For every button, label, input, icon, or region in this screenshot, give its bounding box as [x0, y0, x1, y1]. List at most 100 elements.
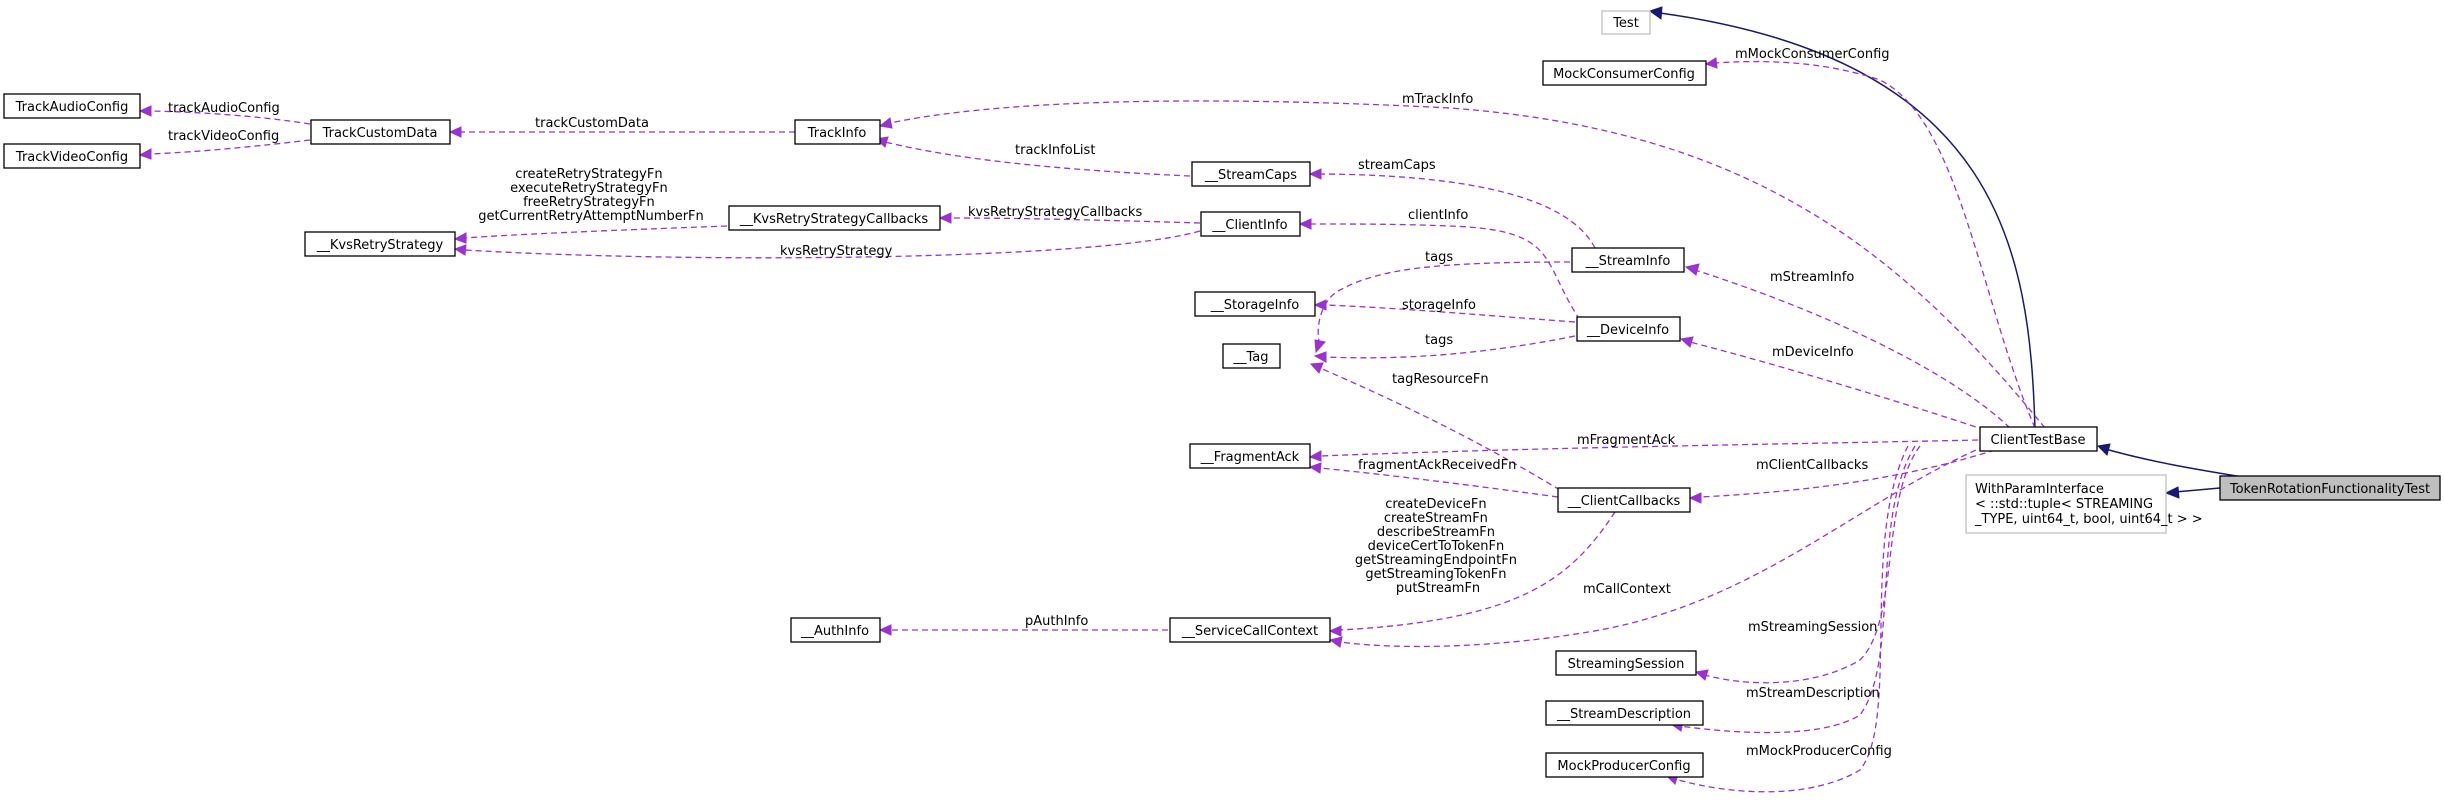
nodes: Test MockConsumerConfig TrackAudioConfig… [3, 10, 2441, 778]
edge-label-retry-fn: freeRetryStrategyFn [523, 195, 655, 210]
edge-arrowhead [453, 244, 467, 256]
node-authinfo[interactable]: __AuthInfo [790, 617, 881, 643]
node-withparaminterface[interactable]: WithParamInterface < ::std::tuple< STREA… [1965, 474, 2203, 534]
node-trackaudioconfig[interactable]: TrackAudioConfig [3, 93, 141, 119]
node-tokenrotationfunctionalitytest[interactable]: TokenRotationFunctionalityTest [2219, 475, 2441, 501]
node-mockconsumerconfig-label: MockConsumerConfig [1553, 67, 1695, 82]
edge-label-mmockconsumerconfig: mMockConsumerConfig [1735, 47, 1890, 62]
edge-label-mfragmentack: mFragmentAck [1577, 433, 1676, 448]
node-clientinfo-label: __ClientInfo [1211, 218, 1287, 233]
node-mockproducerconfig[interactable]: MockProducerConfig [1545, 752, 1704, 778]
node-mockconsumerconfig[interactable]: MockConsumerConfig [1542, 60, 1707, 86]
node-deviceinfo[interactable]: __DeviceInfo [1576, 316, 1681, 342]
node-test[interactable]: Test [1601, 10, 1651, 35]
edge-label-mmockproducerconfig: mMockProducerConfig [1746, 744, 1892, 759]
edge-arrowhead [1679, 336, 1694, 348]
node-kvsretrystrategy-box [304, 231, 456, 257]
node-clientinfo[interactable]: __ClientInfo [1200, 211, 1301, 237]
node-streamdescription[interactable]: __StreamDescription [1545, 700, 1704, 726]
edge-label-callback-fn: createStreamFn [1384, 511, 1488, 526]
node-kvsretrystrategy-label: __KvsRetryStrategy [316, 238, 444, 253]
edge-label-callback-fn: createDeviceFn [1385, 497, 1486, 512]
edge-label-retry-fn: executeRetryStrategyFn [510, 181, 668, 196]
edge-tagresourcefn [1319, 367, 1561, 491]
edge-label-mstreamdescription: mStreamDescription [1746, 686, 1880, 701]
node-fragmentack-label: __FragmentAck [1200, 450, 1300, 465]
node-streaminfo-box [1571, 247, 1685, 273]
edge-tags-deviceinfo [1324, 335, 1576, 359]
edge-label-callback-fns: createDeviceFn createStreamFn describeSt… [1355, 497, 1521, 596]
node-clienttestbase-box [1979, 426, 2098, 452]
edge-arrowhead [1298, 218, 1312, 230]
node-tokenrotationfunctionalitytest-box [2219, 475, 2441, 501]
edge-label-clientinfo: clientInfo [1408, 208, 1468, 223]
node-storageinfo-box [1194, 291, 1316, 317]
node-streamdescription-box [1545, 700, 1704, 726]
edge-arrowhead [1313, 299, 1327, 311]
node-clientinfo-box [1200, 211, 1301, 237]
edge-arrowhead [878, 117, 893, 129]
node-streamcaps-box [1191, 161, 1311, 187]
edge-arrowhead [1308, 462, 1322, 474]
edge-arrowhead [2164, 486, 2180, 499]
node-trackinfo[interactable]: TrackInfo [794, 119, 881, 145]
edge-label-streamcaps: streamCaps [1358, 158, 1436, 173]
node-test-label: Test [1612, 16, 1639, 31]
edge-label-tagresourcefn: tagResourceFn [1392, 372, 1489, 387]
node-clienttestbase[interactable]: ClientTestBase [1979, 426, 2098, 452]
edge-streamcaps [1319, 173, 1596, 249]
node-clientcallbacks[interactable]: __ClientCallbacks [1557, 487, 1691, 513]
node-fragmentack[interactable]: __FragmentAck [1189, 443, 1311, 469]
node-kvsretrystrategy[interactable]: __KvsRetryStrategy [304, 231, 456, 257]
edge-mclientcallbacks [1699, 449, 1996, 498]
node-tag-label: __Tag [1232, 350, 1268, 365]
edge-label-retry-fn: getCurrentRetryAttemptNumberFn [478, 209, 704, 224]
edge-label-trackaudioconfig: trackAudioConfig [168, 101, 280, 116]
edge-arrowhead [1328, 625, 1342, 637]
edge-label-trackcustomdata: trackCustomData [535, 116, 649, 131]
edge-arrowhead [1648, 6, 1663, 20]
edge-label-storageinfo: storageInfo [1402, 298, 1476, 313]
edge-arrowhead [453, 232, 467, 244]
node-withparaminterface-line: WithParamInterface [1975, 482, 2104, 497]
node-trackvideoconfig[interactable]: TrackVideoConfig [3, 143, 141, 169]
node-trackaudioconfig-label: TrackAudioConfig [15, 100, 129, 115]
node-withparaminterface-line: < ::std::tuple< STREAMING [1975, 497, 2153, 512]
node-streaminfo-label: __StreamInfo [1585, 254, 1671, 269]
node-streaminfo[interactable]: __StreamInfo [1571, 247, 1685, 273]
node-kvsretrystrategycallbacks[interactable]: __KvsRetryStrategyCallbacks [728, 205, 941, 231]
edge-label-trackvideoconfig: trackVideoConfig [168, 129, 279, 144]
node-trackcustomdata[interactable]: TrackCustomData [310, 119, 451, 145]
edge-arrowhead [1328, 636, 1343, 648]
edge-kvsretrystrategy [464, 230, 1201, 259]
node-withparaminterface-line: _TYPE, uint64_t, bool, uint64_t > > [1974, 512, 2203, 527]
node-streamingsession-box [1555, 650, 1697, 676]
node-fragmentack-box [1189, 443, 1311, 469]
edge-arrowhead [138, 105, 152, 117]
node-trackvideoconfig-label: TrackVideoConfig [15, 150, 128, 165]
edge-label-callback-fn: deviceCertToTokenFn [1368, 539, 1505, 554]
edge-label-mdeviceinfo: mDeviceInfo [1772, 345, 1854, 360]
node-mockproducerconfig-box [1545, 752, 1704, 778]
node-authinfo-box [790, 617, 881, 643]
edge-retry-fns [464, 225, 728, 239]
node-storageinfo[interactable]: __StorageInfo [1194, 291, 1316, 317]
node-trackcustomdata-label: TrackCustomData [322, 126, 438, 141]
node-streamcaps[interactable]: __StreamCaps [1191, 161, 1311, 187]
node-test-box [1601, 10, 1651, 35]
edge-arrowhead [1704, 57, 1718, 69]
edge-mstreamingsession [1704, 445, 1921, 684]
usage-edges [138, 57, 2046, 793]
edge-mmockconsumerconfig [1714, 60, 2036, 429]
node-trackcustomdata-box [310, 119, 451, 145]
edge-storageinfo [1324, 304, 1576, 323]
node-streamingsession[interactable]: StreamingSession [1555, 650, 1697, 676]
edge-arrowhead [2096, 443, 2111, 456]
inheritance-edges [1648, 6, 2256, 499]
node-servicecallcontext[interactable]: __ServiceCallContext [1169, 617, 1331, 643]
node-tag[interactable]: __Tag [1222, 343, 1281, 369]
node-tokenrotationfunctionalitytest-label: TokenRotationFunctionalityTest [2229, 482, 2430, 497]
edge-label-kvsretrystrategy: kvsRetryStrategy [780, 244, 893, 259]
edge-kvsretrystrategycallbacks [949, 217, 1201, 224]
edge-tags-streaminfo [1317, 261, 1571, 346]
